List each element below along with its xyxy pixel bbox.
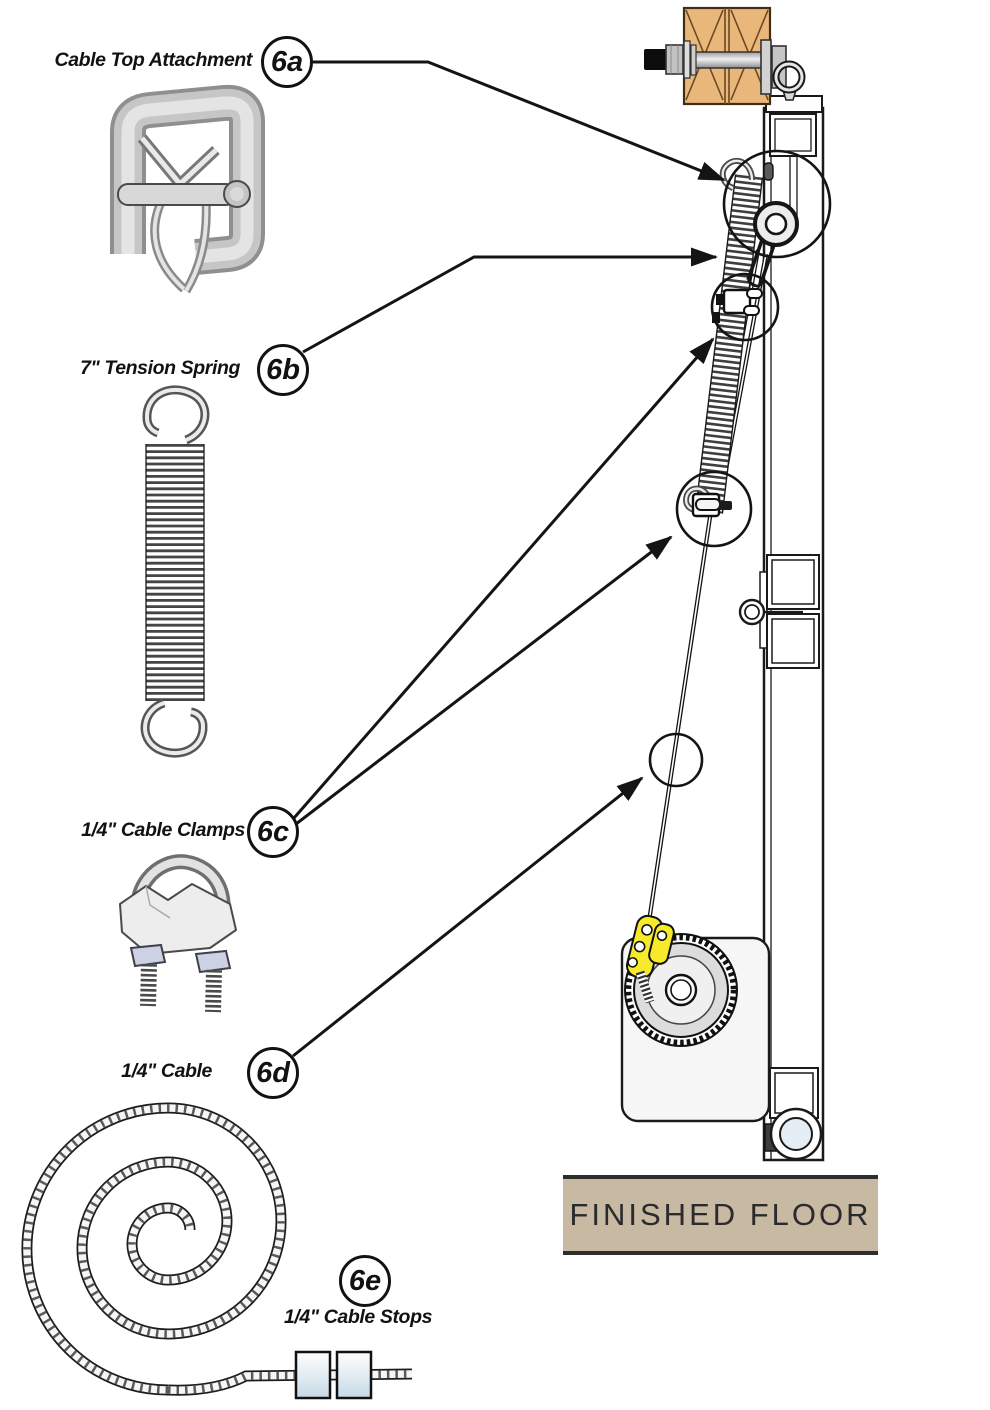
arrow-6a <box>313 60 726 182</box>
arrow-6d <box>292 776 644 1058</box>
cable-drum-assembly <box>620 933 771 1123</box>
callout-arrows <box>292 60 726 1058</box>
callout-6d: 6d <box>247 1047 299 1099</box>
detail-circles <box>648 149 832 788</box>
finished-floor-label: FINISHED FLOOR <box>569 1197 872 1232</box>
wood-spool-assembly <box>644 6 806 106</box>
drum-cable-clip <box>625 914 675 979</box>
label-cable-top-attachment: Cable Top Attachment <box>54 49 253 71</box>
attachment-pin <box>117 183 237 206</box>
callout-6e: 6e <box>339 1255 391 1307</box>
tension-spring-illustration <box>140 385 210 758</box>
label-tension-spring: 7" Tension Spring <box>80 357 240 379</box>
vertical-track <box>738 95 825 1162</box>
label-cable: 1/4" Cable <box>121 1060 212 1082</box>
finished-floor-bar <box>563 1175 878 1255</box>
installed-clamp-upper <box>712 288 763 323</box>
cable-clamp-illustration <box>119 854 237 1013</box>
cable-top-attachment-illustration <box>110 84 265 294</box>
drum-ribs <box>624 933 738 1047</box>
cable-stops-illustration <box>294 1350 373 1400</box>
label-cable-clamps: 1/4" Cable Clamps <box>81 819 245 841</box>
arrow-6c-upper <box>292 337 715 819</box>
arrow-6b <box>302 247 718 354</box>
label-cable-stops: 1/4" Cable Stops <box>283 1306 433 1328</box>
callout-6b: 6b <box>257 344 309 396</box>
track-cable-and-spring <box>625 157 799 1004</box>
coiled-cable-illustration <box>21 1102 413 1396</box>
cable-thimble <box>746 201 799 288</box>
installed-clamp-lower <box>691 492 732 518</box>
arrow-6c-lower <box>295 535 673 826</box>
callout-6c: 6c <box>247 806 299 858</box>
callout-6a: 6a <box>261 36 313 88</box>
